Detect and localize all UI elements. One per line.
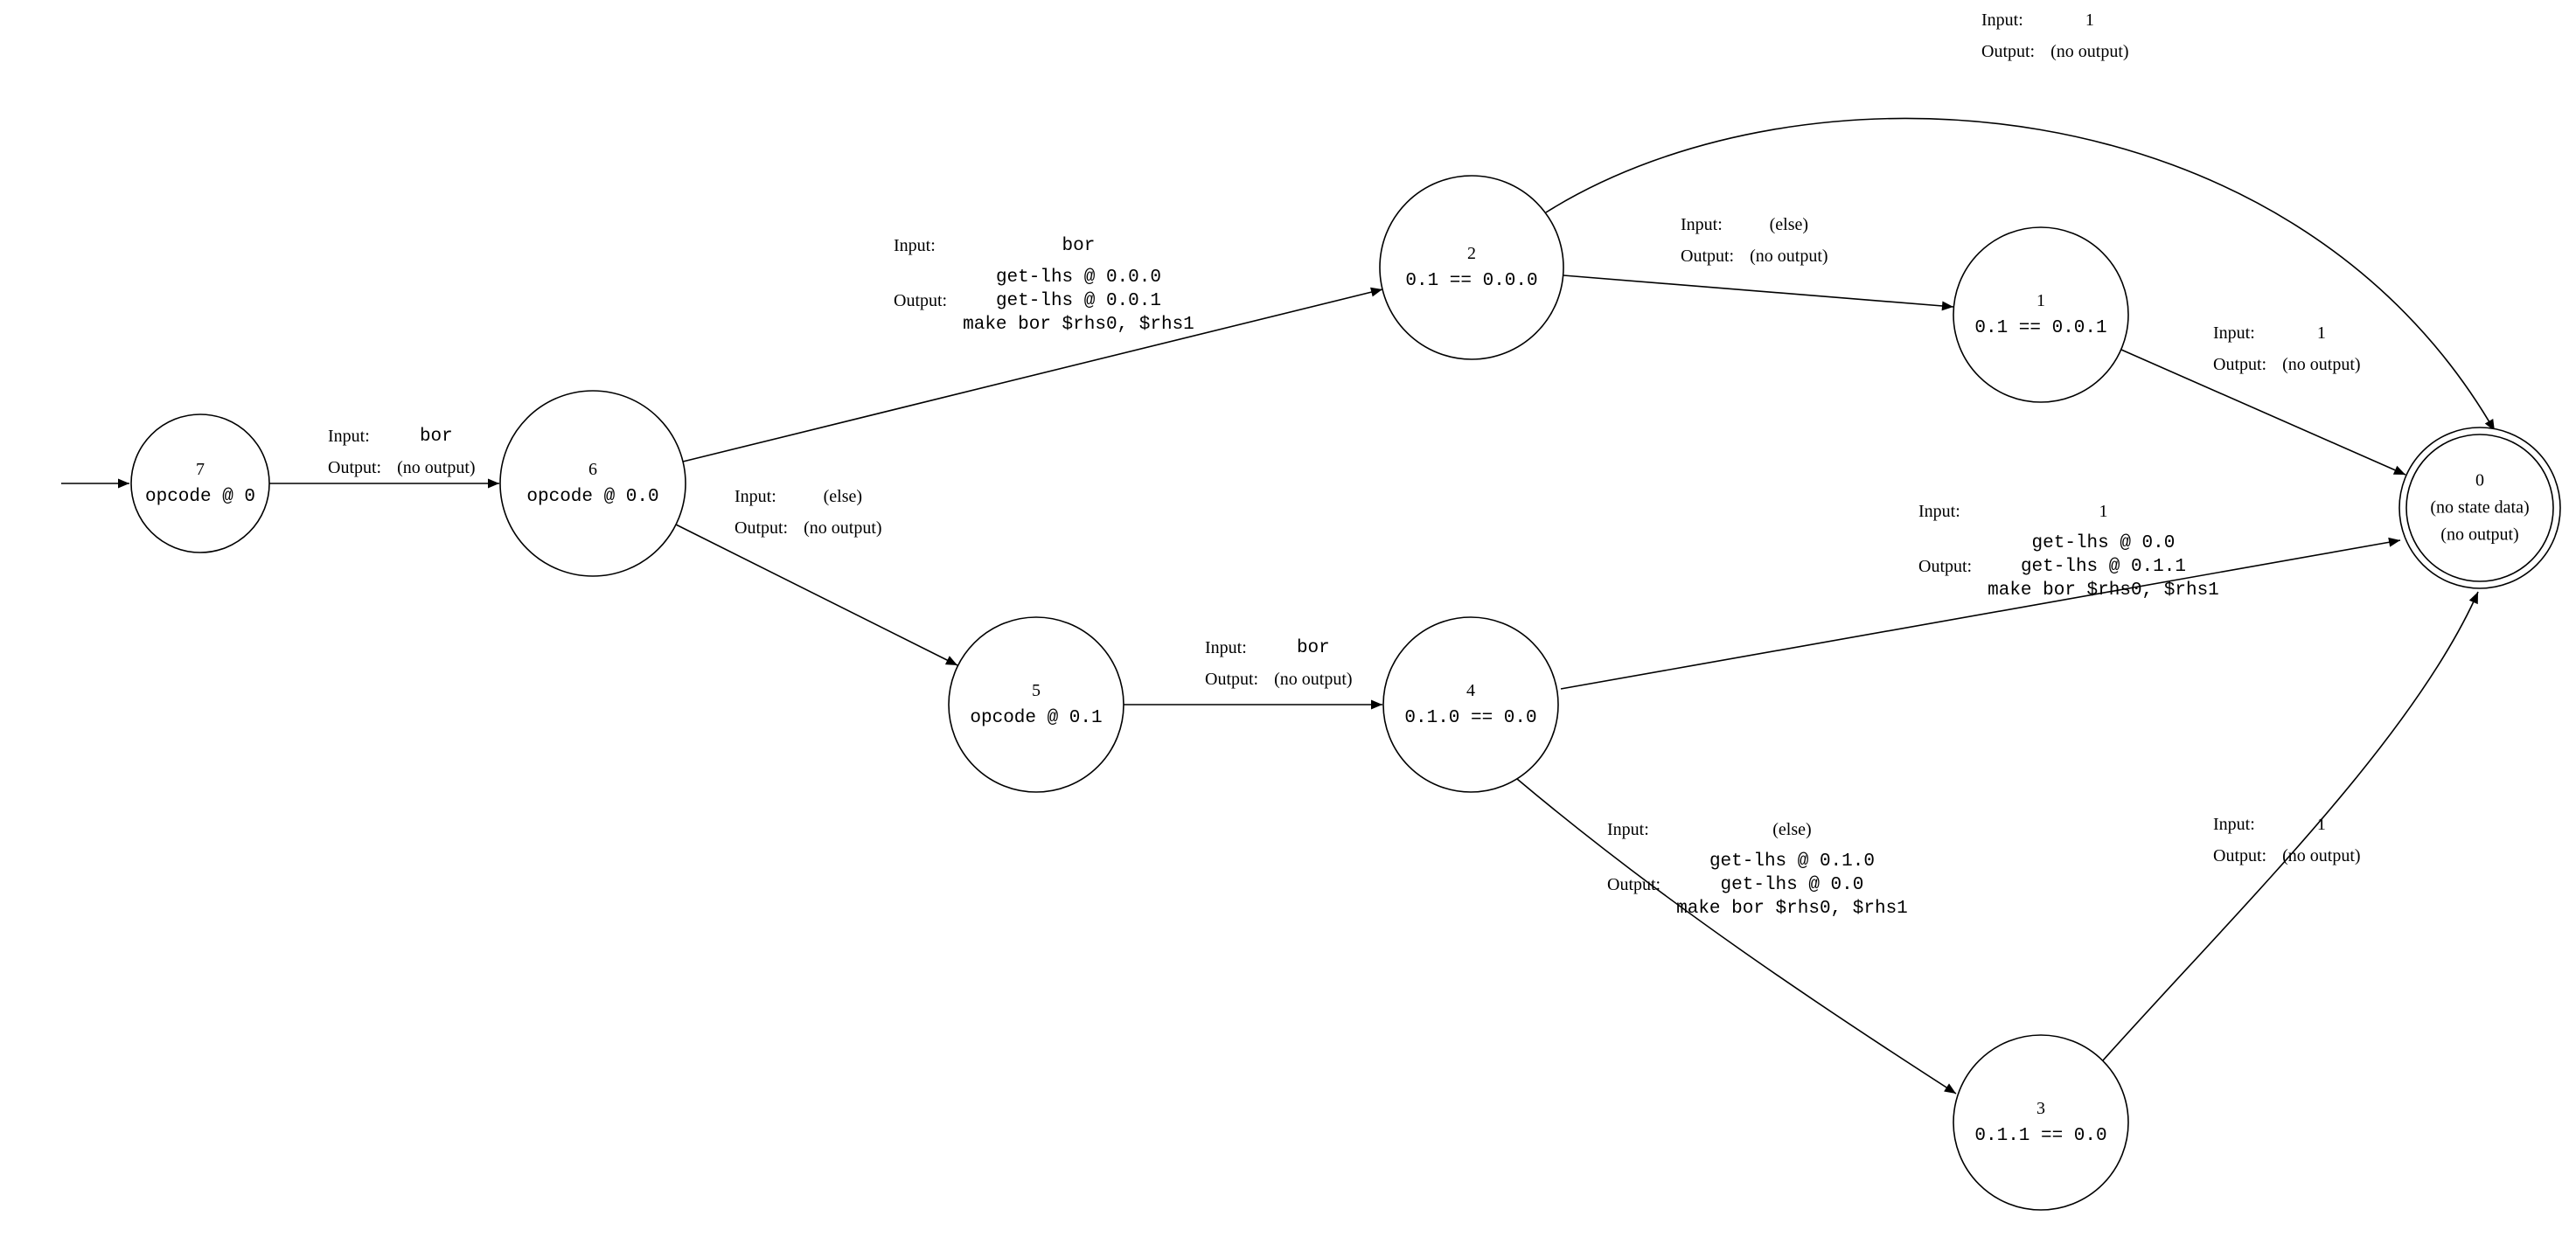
output-value: (no output) [2282,355,2361,374]
state-id: 7 [196,460,205,479]
transition-edge-3-0 [2102,591,2479,1061]
state-id: 2 [1466,244,1476,263]
input-key: Input: [1607,820,1649,839]
state-data: (no state data) [2430,497,2530,518]
output-key: Output: [2213,355,2267,374]
state-node-2 [1379,175,1564,360]
output-value: (no output) [804,518,882,538]
edge-label-7-6: Input: bor Output: (no output) [328,425,476,480]
state-id: 5 [1031,681,1041,700]
input-key: Input: [1205,638,1247,657]
input-key: Input: [894,236,936,255]
input-value: 1 [2085,10,2094,30]
state-id: 4 [1466,681,1475,700]
transition-edge-1-0 [2120,349,2406,476]
state-data: 0.1.1 == 0.0 [1974,1126,2107,1146]
output-value: get-lhs @ 0.0 get-lhs @ 0.1.1 make bor $… [1988,533,2219,601]
edge-label-6-2: Input: bor Output: get-lhs @ 0.0.0 get-l… [894,234,1194,337]
state-data: 0.1 == 0.0.1 [1974,318,2107,338]
transition-edge-6-5 [675,524,958,666]
state-label-2: 2 0.1 == 0.0.0 [1405,244,1537,291]
input-value: 1 [2099,502,2108,521]
output-key: Output: [1607,875,1661,894]
state-node-5 [948,616,1124,793]
edge-label-4-3: Input: (else) Output: get-lhs @ 0.1.0 ge… [1607,818,1908,921]
input-value: bor [1062,236,1096,256]
state-label-3: 3 0.1.1 == 0.0 [1974,1099,2106,1146]
state-node-7 [130,414,270,553]
edge-label-6-5: Input: (else) Output: (no output) [735,485,882,540]
state-label-0: 0 (no state data) (no output) [2430,471,2529,546]
input-value: bor [419,427,453,447]
input-key: Input: [1918,502,1960,521]
output-value: (no output) [2050,42,2129,61]
state-id: 0 [2475,470,2484,490]
state-label-6: 6 opcode @ 0.0 [526,460,658,507]
edge-label-5-4: Input: bor Output: (no output) [1205,636,1353,691]
input-key: Input: [735,487,776,506]
state-node-6 [499,390,686,577]
input-key: Input: [1981,10,2023,30]
input-key: Input: [2213,815,2255,834]
input-value: bor [1296,638,1330,658]
input-value: (else) [1769,215,1809,234]
state-id: 6 [588,460,597,479]
output-value: get-lhs @ 0.1.0 get-lhs @ 0.0 make bor $… [1676,851,1908,919]
state-node-4 [1382,616,1559,793]
input-key: Input: [2213,323,2255,343]
output-value: (no output) [397,458,476,477]
transition-edge-2-0 [1545,117,2496,432]
output-key: Output: [1981,42,2036,61]
state-data: (no output) [2440,525,2519,545]
state-label-4: 4 0.1.0 == 0.0 [1404,681,1536,728]
state-data: 0.1.0 == 0.0 [1404,708,1537,728]
edge-label-2-0: Input: 1 Output: (no output) [1981,9,2129,64]
transition-edge-2-1 [1563,275,1954,311]
state-data: 0.1 == 0.0.0 [1405,271,1538,291]
output-key: Output: [328,458,382,477]
edge-label-2-1: Input: (else) Output: (no output) [1681,213,1828,268]
edge-label-4-0: Input: 1 Output: get-lhs @ 0.0 get-lhs @… [1918,500,2219,602]
output-value: (no output) [1750,247,1828,266]
input-value: 1 [2316,815,2326,834]
edge-label-1-0: Input: 1 Output: (no output) [2213,322,2361,377]
state-node-0-inner [2405,434,2554,582]
state-id: 1 [2036,291,2045,310]
output-value: (no output) [1274,670,1353,689]
edge-label-3-0: Input: 1 Output: (no output) [2213,813,2361,868]
input-value: 1 [2316,323,2326,343]
output-key: Output: [735,518,789,538]
input-value: (else) [823,487,863,506]
state-node-1 [1953,226,2129,403]
output-key: Output: [1681,247,1735,266]
output-key: Output: [1918,557,1973,576]
state-node-3 [1953,1034,2129,1211]
transition-edge-4-3 [1516,778,1957,1095]
state-label-1: 1 0.1 == 0.0.1 [1974,291,2106,338]
state-label-7: 7 opcode @ 0 [145,460,255,507]
state-data: opcode @ 0 [144,487,256,507]
state-data: opcode @ 0.0 [526,487,659,507]
input-key: Input: [328,427,370,446]
input-value: (else) [1772,820,1812,839]
output-key: Output: [894,291,948,310]
transition-edge-4-0 [1560,537,2401,690]
output-key: Output: [2213,846,2267,865]
output-value: get-lhs @ 0.0.0 get-lhs @ 0.0.1 make bor… [963,268,1194,335]
output-key: Output: [1205,670,1259,689]
state-label-5: 5 opcode @ 0.1 [970,681,1102,728]
output-value: (no output) [2282,846,2361,865]
input-key: Input: [1681,215,1723,234]
state-id: 3 [2036,1099,2045,1118]
transition-edge-6-2 [682,287,1383,462]
state-data: opcode @ 0.1 [970,708,1103,728]
